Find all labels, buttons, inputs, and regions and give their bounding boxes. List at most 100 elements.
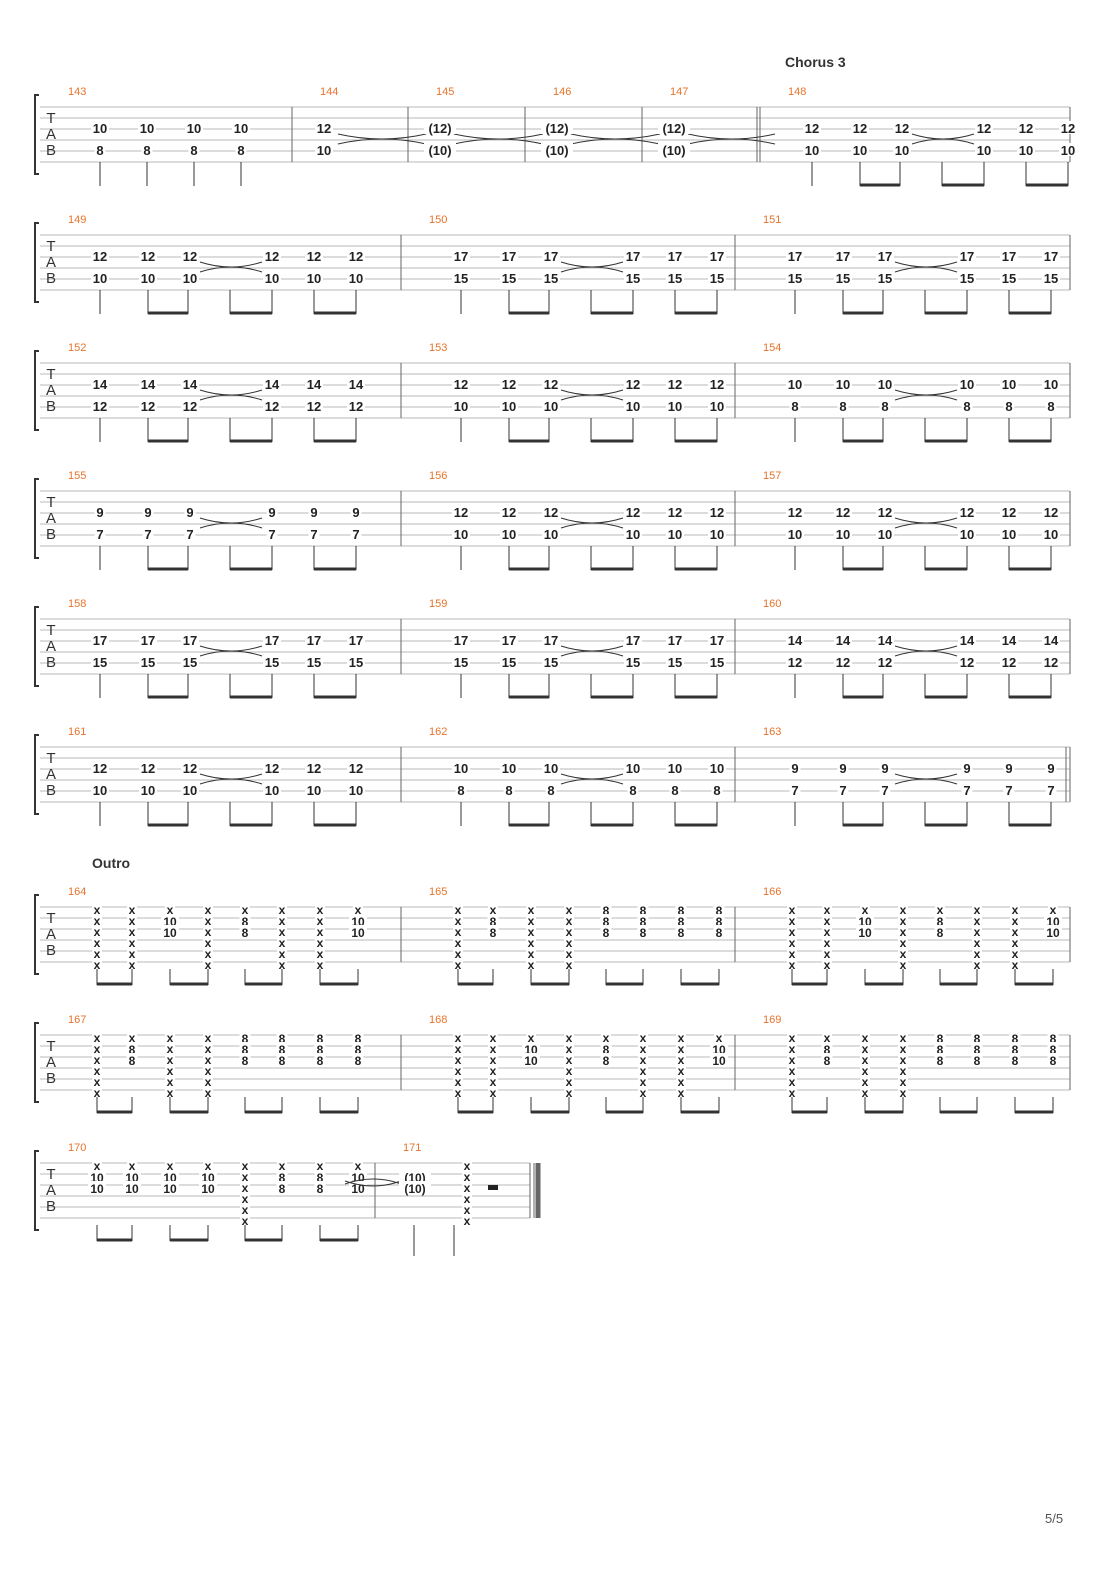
tie [687, 138, 776, 145]
fret-number: 12 [1002, 655, 1016, 670]
fret-mask [232, 121, 250, 134]
fret-mask [675, 925, 687, 938]
fret-number: 17 [307, 633, 321, 648]
fret-mask [958, 633, 976, 646]
section-label-chorus-3: Chorus 3 [785, 54, 846, 70]
dead-note: x [455, 1031, 462, 1045]
fret-mask [305, 655, 323, 668]
fret-number: 12 [960, 505, 974, 520]
fret-mask [500, 633, 518, 646]
fret-mask [958, 655, 976, 668]
fret-mask [1042, 527, 1060, 540]
fret-mask [958, 527, 976, 540]
dead-note-mask [564, 1045, 574, 1053]
fret-mask [975, 143, 993, 156]
fret-number: 14 [265, 377, 280, 392]
dead-note-mask [127, 1034, 137, 1042]
fret-mask [600, 925, 612, 938]
fret-number: 8 [1050, 1032, 1057, 1046]
fret-mask [184, 505, 196, 518]
fret-number: 8 [317, 1043, 324, 1057]
dead-note: x [129, 1031, 136, 1045]
fret-mask [239, 1031, 251, 1044]
fret-number: 12 [317, 121, 331, 136]
dead-note: x [1012, 936, 1019, 950]
fret-mask [708, 633, 726, 646]
fret-mask [91, 121, 109, 134]
fret-mask [349, 925, 367, 938]
tie [453, 138, 544, 145]
dead-note: x [528, 947, 535, 961]
fret-mask [876, 505, 894, 518]
dead-note: x [789, 958, 796, 972]
fret-mask [347, 249, 365, 262]
fret-mask [91, 761, 109, 774]
fret-number: 8 [881, 399, 888, 414]
dead-note: x [1012, 903, 1019, 917]
dead-note: x [317, 914, 324, 928]
fret-mask [91, 633, 109, 646]
fret-number: 12 [141, 249, 155, 264]
fret-mask [347, 271, 365, 284]
fret-number: 14 [1002, 633, 1017, 648]
dead-note: x [640, 1053, 647, 1067]
fret-mask [876, 249, 894, 262]
fret-mask [161, 925, 179, 938]
fret-mask [139, 655, 157, 668]
bar-number: 156 [429, 470, 447, 482]
fret-number: 8 [678, 926, 685, 940]
fret-mask [181, 761, 199, 774]
dead-note-mask [564, 906, 574, 914]
dead-note-mask [315, 906, 325, 914]
fret-number: 15 [626, 271, 640, 286]
dead-note-mask [1010, 961, 1020, 969]
dead-note: x [129, 914, 136, 928]
bar-number: 157 [763, 470, 781, 482]
dead-note-mask [277, 939, 287, 947]
fret-mask [786, 505, 804, 518]
fret-number: 8 [716, 904, 723, 918]
fret-number: 8 [317, 1182, 324, 1196]
dead-note-mask [462, 1173, 472, 1181]
bar-number: 167 [68, 1014, 86, 1026]
fret-number: 8 [937, 1054, 944, 1068]
dead-note: x [566, 914, 573, 928]
fret-number: 8 [279, 1032, 286, 1046]
dead-note: x [862, 1086, 869, 1100]
tab-clef-letter: B [46, 1070, 56, 1087]
dead-note: x [279, 925, 286, 939]
dead-note: x [464, 1159, 471, 1173]
fret-number: 10 [712, 1054, 726, 1068]
fret-number: 12 [265, 399, 279, 414]
dead-note: x [789, 1086, 796, 1100]
tab-clef-letter: B [46, 1198, 56, 1215]
fret-number: 10 [454, 761, 468, 776]
tie [199, 522, 263, 529]
tab-clef-letter: T [46, 910, 55, 927]
fret-mask [139, 633, 157, 646]
fret-number: 14 [183, 377, 198, 392]
fret-mask [542, 633, 560, 646]
fret-mask [666, 505, 684, 518]
dead-note: x [528, 936, 535, 950]
fret-number: 7 [144, 527, 151, 542]
bar-number: 168 [429, 1014, 447, 1026]
fret-number: 17 [502, 633, 516, 648]
fret-mask [624, 377, 642, 390]
dead-note-mask [972, 906, 982, 914]
dead-note-mask [564, 950, 574, 958]
dead-note: x [1050, 903, 1057, 917]
fret-number: 8 [355, 1054, 362, 1068]
fret-number: 10 [349, 783, 363, 798]
dead-note: x [490, 1075, 497, 1089]
system-bracket [34, 350, 39, 431]
dead-note: x [167, 1064, 174, 1078]
fret-number: 8 [937, 915, 944, 929]
fret-number: 10 [183, 783, 197, 798]
dead-note-mask [526, 950, 536, 958]
dead-note-mask [462, 1184, 472, 1192]
tie [894, 522, 958, 529]
fret-number: 15 [502, 271, 516, 286]
fret-number: 12 [544, 505, 558, 520]
dead-note: x [129, 936, 136, 950]
